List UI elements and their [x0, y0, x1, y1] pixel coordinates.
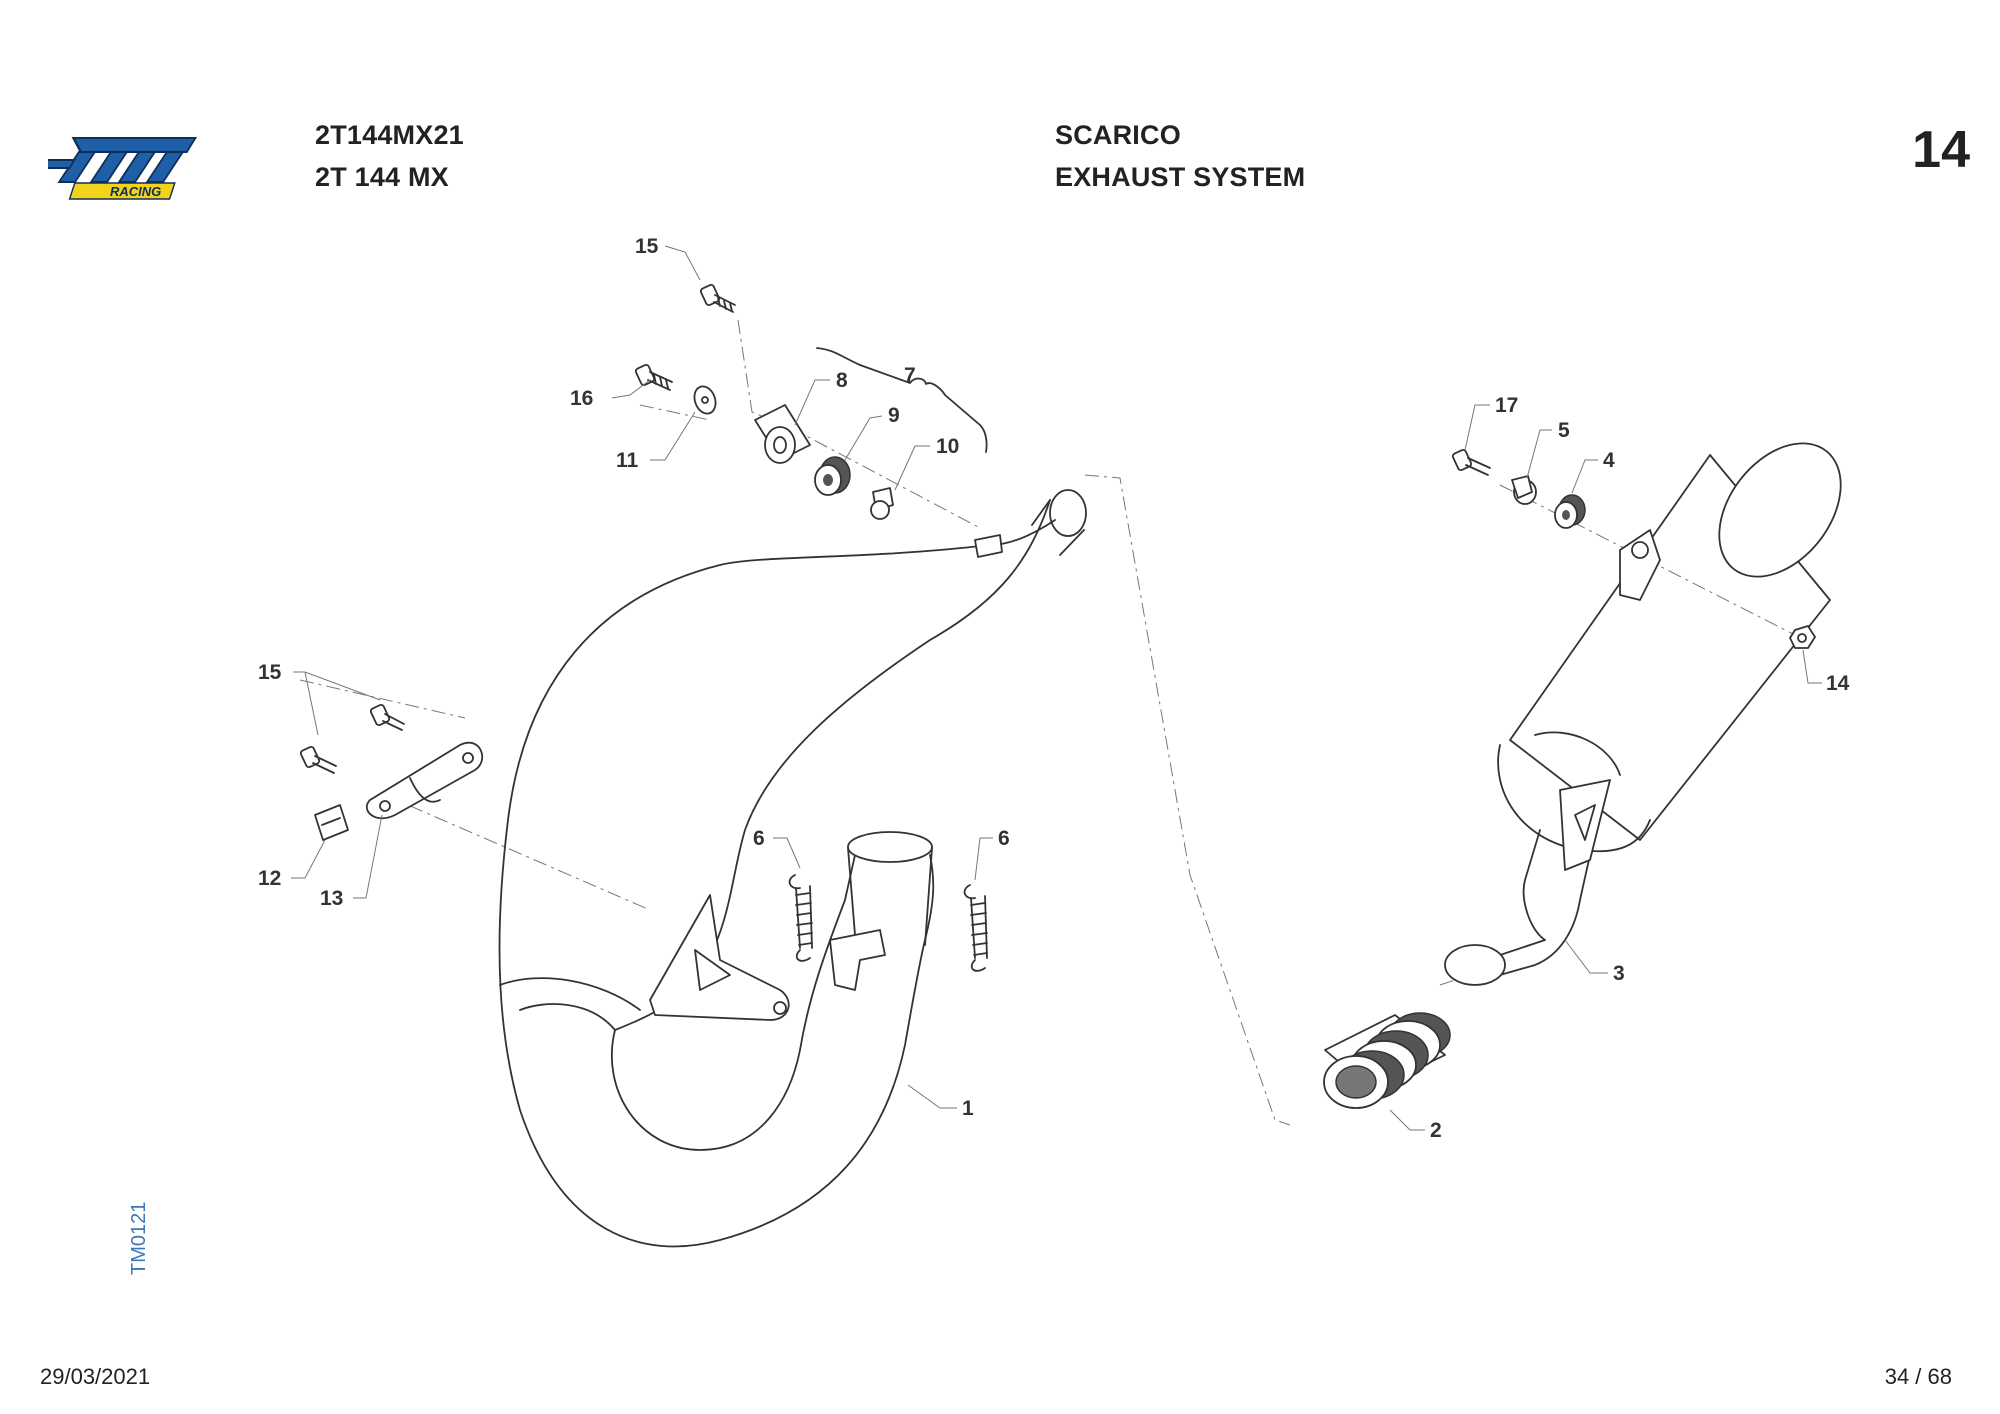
callout-10: 10: [936, 435, 959, 458]
callout-6-right: 6: [998, 827, 1010, 850]
bolt-15-top: [699, 283, 736, 313]
spacer-10: [870, 487, 894, 520]
rubber-9: [814, 456, 851, 496]
section-title-english: EXHAUST SYSTEM: [1055, 162, 1306, 192]
clip-nut-12: [314, 804, 349, 841]
callout-12: 12: [258, 867, 281, 890]
callout-16: 16: [570, 387, 593, 410]
callout-13: 13: [320, 887, 343, 910]
drawing-code: TM0121: [128, 1201, 150, 1275]
callout-15-left: 15: [258, 661, 282, 684]
tm-racing-logo: RACING: [48, 137, 198, 200]
bolt-15-left-b: [299, 745, 337, 774]
rubber-4: [1554, 494, 1586, 529]
callout-11: 11: [616, 449, 639, 472]
model-code: 2T144MX21: [315, 120, 464, 150]
spring-right: [963, 884, 988, 972]
silencer-packing: [1323, 1012, 1451, 1109]
logo-racing-text: RACING: [110, 184, 161, 199]
expansion-chamber: [498, 489, 1087, 1248]
sleeve-5: [1511, 475, 1537, 505]
spring-left: [788, 874, 813, 962]
callout-1: 1: [962, 1097, 974, 1120]
callout-17: 17: [1495, 394, 1518, 417]
silencer: [1444, 442, 1842, 986]
callout-14: 14: [1826, 672, 1850, 695]
callout-4: 4: [1603, 449, 1615, 472]
leader-lines: [291, 245, 1822, 1131]
callout-2: 2: [1430, 1119, 1442, 1142]
bushing-8: [754, 404, 811, 464]
nut-14: [1789, 625, 1816, 649]
section-number: 14: [1912, 121, 1970, 179]
section-title-italian: SCARICO: [1055, 120, 1181, 150]
page-counter: 34 / 68: [1884, 1364, 1952, 1389]
bolt-17: [1451, 448, 1491, 476]
callout-9: 9: [888, 404, 900, 427]
callout-8: 8: [836, 369, 848, 392]
callout-5: 5: [1558, 419, 1570, 442]
assembly-lines: [299, 319, 1806, 1126]
callout-3: 3: [1613, 962, 1625, 985]
callout-15-top: 15: [635, 235, 659, 258]
washer-11: [693, 385, 717, 415]
model-name: 2T 144 MX: [315, 162, 449, 192]
callout-7: 7: [904, 364, 916, 387]
bolt-15-left-a: [369, 703, 405, 731]
callout-6-left: 6: [753, 827, 765, 850]
bolt-16: [634, 363, 673, 391]
clamp-plate-13: [365, 741, 484, 820]
print-date: 29/03/2021: [40, 1364, 151, 1389]
group-brace-7: [816, 347, 988, 453]
